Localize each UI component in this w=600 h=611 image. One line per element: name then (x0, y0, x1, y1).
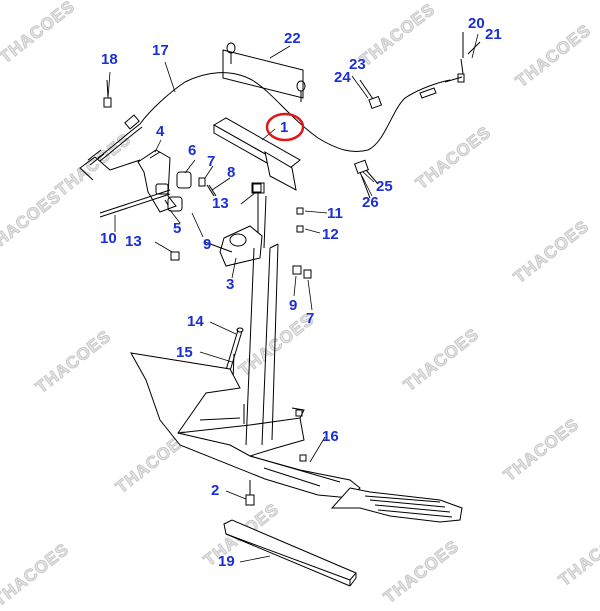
callout-26: 26 (362, 194, 379, 211)
part-3-pivot-bracket (204, 225, 263, 267)
part-11-12-bolts (296, 207, 304, 233)
callout-9: 9 (289, 297, 298, 314)
callout-10: 10 (100, 230, 117, 247)
part-16-step-pad (330, 487, 463, 523)
part-23-24-clamp (359, 79, 383, 110)
callout-14: 14 (187, 313, 204, 330)
callout-12: 12 (322, 226, 339, 243)
callout-15: 15 (176, 344, 193, 361)
part-6-7-8-hardware (155, 171, 217, 212)
highlight-ring (265, 112, 305, 142)
part-1-lever-handle (212, 117, 301, 249)
vertical-column (232, 243, 279, 446)
part-20-21-end-fitting (457, 32, 481, 83)
callout-13: 13 (212, 195, 229, 212)
callout-9: 9 (203, 236, 212, 253)
part-13-bolts (170, 183, 262, 261)
callout-18: 18 (101, 51, 118, 68)
callout-3: 3 (226, 276, 235, 293)
callout-8: 8 (227, 164, 236, 181)
callout-24: 24 (334, 69, 351, 86)
callout-22: 22 (284, 30, 301, 47)
callout-2: 2 (211, 482, 220, 499)
part-15-16-floor-plate (130, 352, 361, 499)
part-25-26-clamp (353, 159, 379, 199)
callout-4: 4 (156, 123, 165, 140)
part-22-plate (222, 42, 306, 102)
part-19-bar (223, 519, 357, 587)
callout-17: 17 (152, 42, 169, 59)
callout-25: 25 (376, 178, 393, 195)
part-2-bolt (245, 480, 255, 506)
callout-7: 7 (306, 310, 315, 327)
leader-lines (107, 33, 479, 563)
part-18-bolt (103, 79, 112, 108)
callout-11: 11 (327, 205, 343, 222)
callout-23: 23 (349, 56, 366, 73)
callout-19: 19 (218, 553, 235, 570)
callout-21: 21 (485, 26, 502, 43)
callout-20: 20 (468, 15, 485, 32)
callout-6: 6 (188, 142, 197, 159)
callout-1: 1 (280, 119, 289, 136)
callout-5: 5 (173, 220, 182, 237)
part-17-cable (87, 72, 463, 166)
callout-7: 7 (207, 153, 216, 170)
callout-16: 16 (322, 428, 339, 445)
callout-13: 13 (125, 233, 142, 250)
part-9-7-right-bolts (292, 265, 312, 279)
